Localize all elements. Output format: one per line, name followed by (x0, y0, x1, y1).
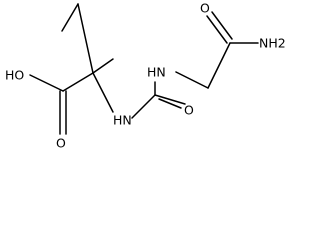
bond-nh-urea-carbon (131, 94, 156, 119)
molecule-structure: HO O HN HN O O NH2 (5, 1, 286, 151)
amine-label: NH2 (259, 36, 286, 51)
amide-nh-label: HN (113, 113, 132, 128)
urea-nh-label: HN (147, 65, 166, 80)
bond-urea-oxygen-2 (158, 98, 182, 109)
bond-methyl (92, 58, 114, 74)
bond-amide-oxygen-2 (211, 11, 233, 40)
bond-amide-oxygen-1 (206, 15, 228, 44)
bond-quaternary-carboxyl (62, 72, 94, 92)
bond-nh-methylene (175, 71, 209, 89)
urea-oxygen-label: O (184, 103, 194, 118)
bond-ethyl-terminal (61, 3, 79, 32)
bond-urea-oxygen-1 (154, 94, 186, 105)
bond-methylene-amide-carbon (207, 42, 231, 89)
hydroxyl-label: HO (5, 68, 24, 83)
bond-ethyl-quaternary (77, 3, 94, 74)
bond-carboxyl-hydroxyl (29, 74, 64, 92)
amide-oxygen-label: O (200, 1, 210, 16)
bond-quaternary-nh (92, 72, 114, 113)
carboxyl-oxygen-label: O (56, 136, 66, 151)
